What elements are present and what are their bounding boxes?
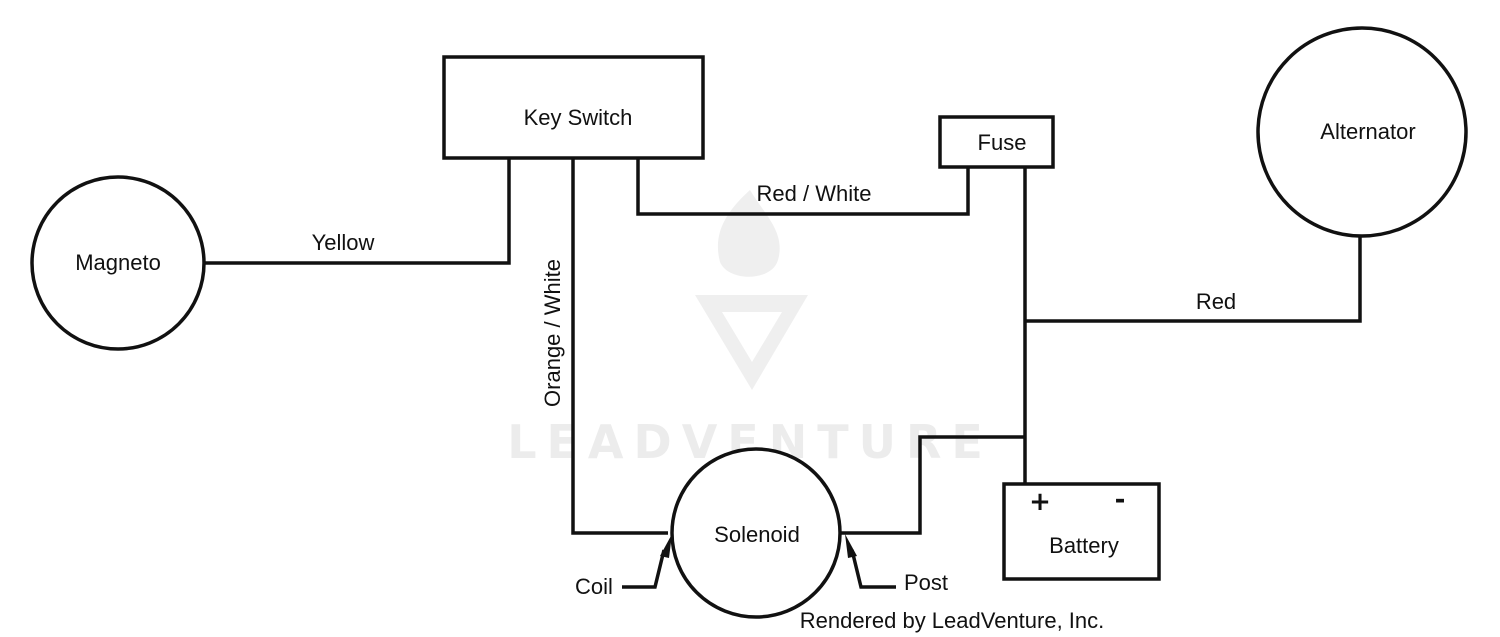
credit-text: Rendered by LeadVenture, Inc.	[800, 608, 1105, 633]
wire-orange-white	[571, 158, 668, 535]
key-switch-box	[442, 55, 705, 160]
post-label: Post	[904, 570, 948, 595]
coil-label: Coil	[575, 574, 613, 599]
wire-red-white	[636, 158, 970, 216]
v-logo-icon	[695, 295, 808, 390]
alternator-label: Alternator	[1320, 119, 1415, 144]
alternator-circle	[1256, 26, 1468, 238]
wire-solenoid-post	[840, 435, 1025, 535]
battery-negative: -	[1115, 485, 1126, 515]
magneto-label: Magneto	[75, 250, 161, 275]
wire-red	[1025, 236, 1362, 323]
wire-label-red-white: Red / White	[757, 181, 872, 206]
wire-label-orange-white: Orange / White	[540, 259, 565, 407]
fuse-box	[938, 115, 1055, 169]
wire-yellow	[198, 158, 511, 265]
wire-label-red: Red	[1196, 289, 1236, 314]
solenoid-label: Solenoid	[714, 522, 800, 547]
flame-icon	[717, 190, 780, 277]
battery-positive: +	[1029, 487, 1051, 517]
battery-label: Battery	[1049, 533, 1119, 558]
fuse-label: Fuse	[978, 130, 1027, 155]
key-switch-label: Key Switch	[524, 105, 633, 130]
post-callout: Post	[845, 534, 948, 595]
magneto-circle	[30, 175, 206, 351]
watermark: LEADVENTURE	[507, 190, 983, 469]
wire-label-yellow: Yellow	[312, 230, 375, 255]
coil-callout: Coil	[575, 534, 672, 599]
solenoid-circle	[670, 447, 842, 619]
battery-box	[1002, 482, 1161, 581]
